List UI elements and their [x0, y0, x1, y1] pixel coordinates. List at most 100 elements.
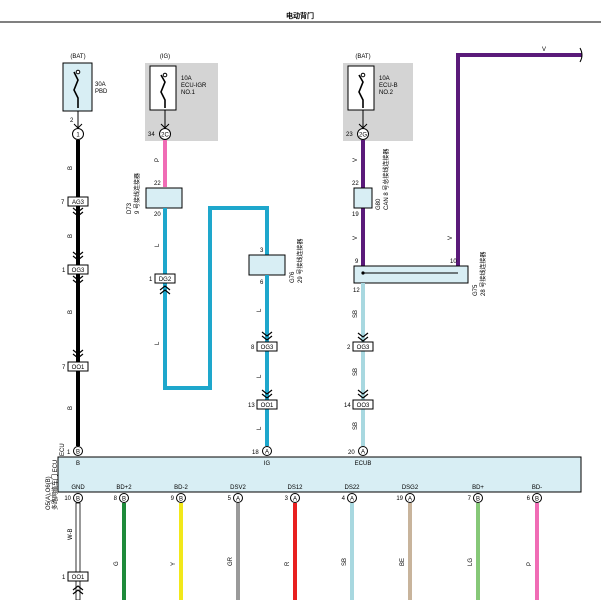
ecu-top-terminal-b: 1 B B: [67, 446, 83, 467]
connector-circle-1: [72, 128, 84, 140]
junction-d73: 22 20 D73 9 号接线连接器: [127, 173, 183, 218]
junction-g75-code: G75: [473, 284, 479, 296]
ecu-bottom-term-label: DS12: [287, 485, 303, 491]
junction-g75-pin-bottom: 12: [353, 288, 360, 294]
ecu-top-term-circle: [262, 446, 272, 456]
ecu-bottom-wire-label: Y: [171, 562, 177, 566]
wire-label-v-1: V: [353, 158, 359, 162]
ecu-top-term-circle: [73, 446, 83, 456]
connector-og3-mid-pin: 8: [251, 345, 255, 351]
fuse-pbd-pin: 2: [70, 118, 74, 124]
ecu-bottom-term-circle: [233, 493, 243, 503]
ecu-bottom-wire-label: P: [527, 562, 533, 566]
junction-g75-box: [353, 265, 469, 284]
connector-oo1-left-box: [67, 361, 89, 372]
fuse-ecu-igr-name2: NO.1: [181, 90, 196, 96]
ecu-top-term-letter: A: [361, 450, 365, 456]
ecu-suffix: ECU: [60, 443, 66, 456]
ecu-bottom-term-circle: [405, 493, 415, 503]
wire-break-icon: [579, 47, 583, 63]
connector-og3-mid-name: OG3: [261, 345, 274, 351]
fuse-ecu-b-term: [360, 72, 366, 78]
ecu-bottom-term-label: BD-2: [174, 485, 188, 491]
wire-label-b-1: B: [68, 166, 74, 170]
connector-dg2-name: DG2: [159, 277, 172, 283]
connector-dg2-pin: 1: [149, 277, 153, 283]
fuse-ecu-igr: (IG) 10A ECU-IGR NO.1 2C 34: [145, 54, 218, 141]
fuse-ecu-b: (BAT) 10A ECU-B NO.2 2G 23: [343, 54, 413, 141]
wire-l-loop: [163, 206, 269, 390]
junction-g75-pin-left: 9: [355, 259, 359, 265]
ecu-bottom-wire: [122, 503, 126, 600]
junction-g80-code: G80: [376, 198, 382, 210]
junction-g76-box: [248, 254, 286, 276]
junction-g76-pin-bottom: 6: [260, 280, 264, 286]
ecu-bottom-wire-label: GR: [228, 556, 234, 566]
chevron-icon: [72, 251, 84, 261]
ecu-bottom-wire-label: R: [285, 561, 291, 566]
ecu-top-term-label: B: [76, 461, 80, 467]
fuse-ecu-igr-rating: 10A: [181, 76, 192, 82]
ecu-bottom-pin: 7: [468, 496, 472, 502]
ecu-bottom-wire: [293, 503, 297, 600]
connector-ag3-name: AG3: [72, 200, 85, 206]
connector-og3-right-name: OG3: [357, 345, 370, 351]
junction-g80-desc: CAN 8 号总接线连接器: [382, 149, 390, 210]
ecu-bottom-wire: [535, 503, 539, 600]
ecu-bottom-term-letter: A: [350, 497, 354, 503]
connector-og3-mid: OG3 8: [251, 341, 278, 352]
ecu-top-term-label: ECUB: [355, 461, 372, 467]
ecu-bottom-wire-label: BE: [400, 558, 406, 566]
wire-label-b-3: B: [68, 310, 74, 314]
ecu-bottom-pin: 4: [342, 496, 346, 502]
connector-og3-right-box: [352, 341, 374, 352]
chevron-icon: [357, 389, 369, 399]
ecu-bottom-term-label: BD+: [472, 485, 484, 491]
ecu-bottom-term-letter: B: [179, 497, 183, 503]
fuse-pbd-rating: 30A: [95, 82, 106, 88]
chevron-icon: [261, 389, 273, 399]
ecu-bottom-term-letter: B: [76, 497, 80, 503]
ecu-bottom-wire: [476, 503, 480, 600]
ecu-bottom-term-letter: B: [476, 497, 480, 503]
junction-g76: 3 6 G76 29 号接线连接器: [248, 239, 304, 286]
connector-og3-right-pin: 2: [347, 345, 351, 351]
connector-oo1-left-name: OO1: [72, 365, 85, 371]
connector-oo1-mid-box: [256, 399, 278, 410]
ecu-bottom-term-label: DSG2: [402, 485, 419, 491]
wire-label-l-3: L: [257, 308, 263, 312]
ecu-bottom-pin: 19: [396, 496, 403, 502]
ecu-bottom-wire-label: G: [114, 561, 120, 566]
junction-g75: 9 10 12 G75 28 号接线连接器: [353, 252, 487, 296]
ecu-bottom-term-letter: B: [535, 497, 539, 503]
ecu-bottom-term-letter: A: [293, 497, 297, 503]
ecu-bottom-pin: 5: [228, 496, 232, 502]
junction-g75-pin-right: 10: [450, 259, 457, 265]
ecu-name: 多路网络车门 ECU: [51, 460, 59, 510]
wire-label-b-4: B: [68, 406, 74, 410]
ecu-bottom-term-label: BD+2: [116, 485, 132, 491]
ecu-bottom-term-letter: B: [122, 497, 126, 503]
junction-d73-box: [145, 187, 183, 209]
ecu-bottom-pin: 10: [64, 496, 71, 502]
wire-label-l-2: L: [155, 341, 161, 345]
connector-circle-1-label: 1: [76, 133, 80, 139]
chevron-icon: [72, 585, 84, 595]
fuse-ecu-igr-symbol: [160, 74, 166, 108]
connector-dg2-box: [154, 273, 176, 284]
connector-oo3-right: OO3 14: [344, 399, 374, 410]
chevron-icon: [72, 275, 84, 285]
fuse-ecu-b-name1: ECU-B: [379, 83, 398, 89]
ecu-bottom-wire: [236, 503, 240, 600]
connector-og3-left-pin: 1: [62, 268, 66, 274]
junction-g80: 22 19 G80 CAN 8 号总接线连接器: [352, 149, 390, 218]
ecu-bottom-term-letter: A: [236, 497, 240, 503]
fuse-ecu-b-name2: NO.2: [379, 90, 394, 96]
ecu-bottom-wire-label: W-B: [68, 528, 74, 540]
connector-ag3-pin: 7: [61, 200, 65, 206]
fuse-ecu-b-supply: (BAT): [355, 54, 370, 60]
ecu-top-term-letter: B: [76, 450, 80, 456]
